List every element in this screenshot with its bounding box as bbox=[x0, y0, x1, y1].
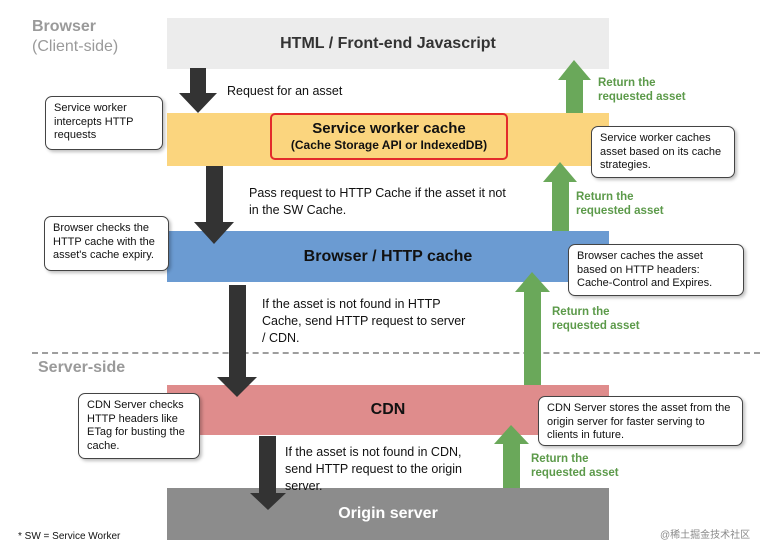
return-label-2: Return the requested asset bbox=[576, 191, 664, 217]
return-label-3: Return the requested asset bbox=[552, 306, 640, 332]
up-arrow-3-head bbox=[515, 272, 550, 292]
origin-server-band: Origin server bbox=[167, 488, 609, 540]
footnote: * SW = Service Worker bbox=[18, 531, 121, 542]
pass-request-text: Pass request to HTTP Cache if the asset … bbox=[249, 186, 506, 217]
callout-cdn-stores: CDN Server stores the asset from the ori… bbox=[538, 396, 743, 446]
return-label-4: Return the requested asset bbox=[531, 453, 619, 479]
callout-browser-caches-text: Browser caches the asset based on HTTP h… bbox=[577, 250, 713, 289]
callout-browser-checks: Browser checks the HTTP cache with the a… bbox=[44, 216, 169, 271]
service-worker-cache-subtitle: (Cache Storage API or IndexedDB) bbox=[290, 138, 488, 152]
service-worker-cache-box: Service worker cache (Cache Storage API … bbox=[270, 113, 508, 160]
return-label-1: Return the requested asset bbox=[598, 77, 686, 103]
client-server-divider bbox=[32, 352, 760, 354]
http-cache-label: Browser / HTTP cache bbox=[303, 247, 473, 265]
callout-browser-checks-text: Browser checks the HTTP cache with the a… bbox=[53, 222, 155, 261]
origin-server-label: Origin server bbox=[338, 505, 438, 522]
cdn-band: CDN bbox=[167, 385, 609, 435]
down-arrow-2 bbox=[194, 166, 234, 244]
up-arrow-1-head bbox=[558, 60, 591, 80]
down-arrow-4 bbox=[250, 436, 286, 510]
up-arrow-4 bbox=[503, 444, 520, 488]
up-arrow-4-head bbox=[494, 425, 529, 444]
http-cache-band: Browser / HTTP cache bbox=[167, 231, 609, 282]
html-frontend-band: HTML / Front-end Javascript bbox=[167, 18, 609, 69]
service-worker-cache-title: Service worker cache bbox=[312, 120, 466, 137]
client-side-label: (Client-side) bbox=[32, 38, 119, 55]
browser-section-label: Browser bbox=[32, 18, 97, 35]
request-asset-text: Request for an asset bbox=[227, 84, 343, 98]
watermark: @稀土掘金技术社区 bbox=[660, 530, 751, 541]
down-arrow-3 bbox=[217, 285, 257, 397]
callout-sw-caches-text: Service worker caches asset based on its… bbox=[600, 132, 722, 171]
up-arrow-3 bbox=[524, 292, 541, 385]
cdn-label: CDN bbox=[370, 401, 406, 418]
html-frontend-label: HTML / Front-end Javascript bbox=[280, 34, 496, 52]
callout-sw-intercepts-text: Service worker intercepts HTTP requests bbox=[54, 102, 134, 141]
callout-sw-intercepts: Service worker intercepts HTTP requests bbox=[45, 96, 163, 150]
down-arrow-1 bbox=[179, 68, 217, 113]
up-arrow-2 bbox=[552, 182, 569, 231]
not-found-cdn-text: If the asset is not found in CDN, send H… bbox=[285, 445, 462, 493]
up-arrow-2-head bbox=[543, 162, 577, 182]
server-side-label: Server-side bbox=[38, 359, 126, 376]
callout-cdn-checks-text: CDN Server checks HTTP headers like ETag… bbox=[87, 399, 185, 452]
callout-sw-caches: Service worker caches asset based on its… bbox=[591, 126, 735, 178]
callout-cdn-checks: CDN Server checks HTTP headers like ETag… bbox=[78, 393, 200, 459]
callout-cdn-stores-text: CDN Server stores the asset from the ori… bbox=[547, 402, 731, 441]
callout-browser-caches: Browser caches the asset based on HTTP h… bbox=[568, 244, 744, 296]
not-found-http-text: If the asset is not found in HTTP Cache,… bbox=[262, 297, 466, 345]
up-arrow-1 bbox=[566, 80, 583, 113]
